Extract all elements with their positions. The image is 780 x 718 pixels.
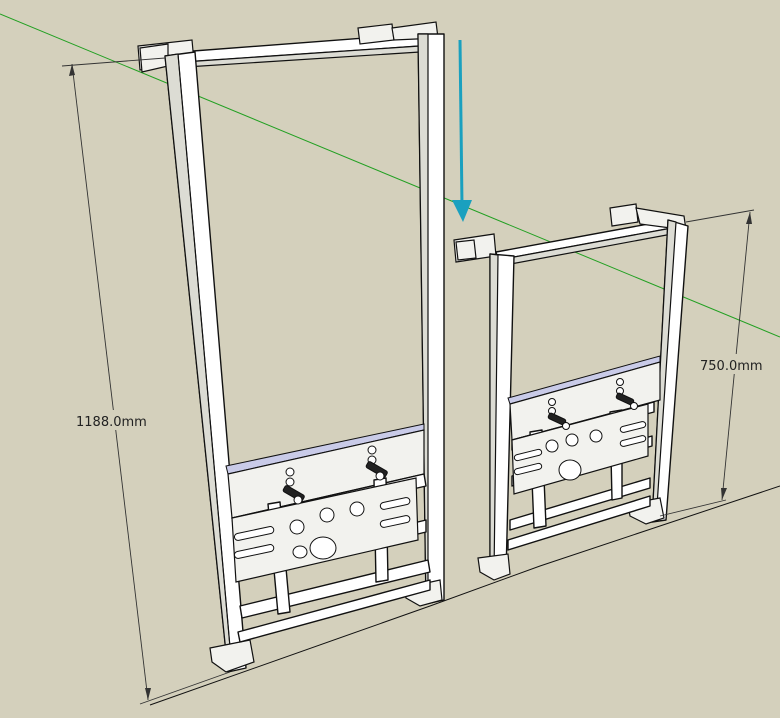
floor-line	[149, 485, 780, 706]
dimension-short-label: 750.0mm	[700, 359, 763, 374]
dimension-tall-label: 1188.0mm	[76, 415, 147, 430]
green-axis-line	[0, 13, 780, 338]
move-arrow-icon[interactable]	[452, 39, 472, 222]
dimension-short[interactable]: 750.0mm	[659, 209, 772, 517]
tall-bidet-frame[interactable]	[137, 21, 445, 673]
short-bidet-frame[interactable]	[453, 203, 689, 581]
dimension-tall[interactable]: 1188.0mm	[61, 57, 231, 705]
